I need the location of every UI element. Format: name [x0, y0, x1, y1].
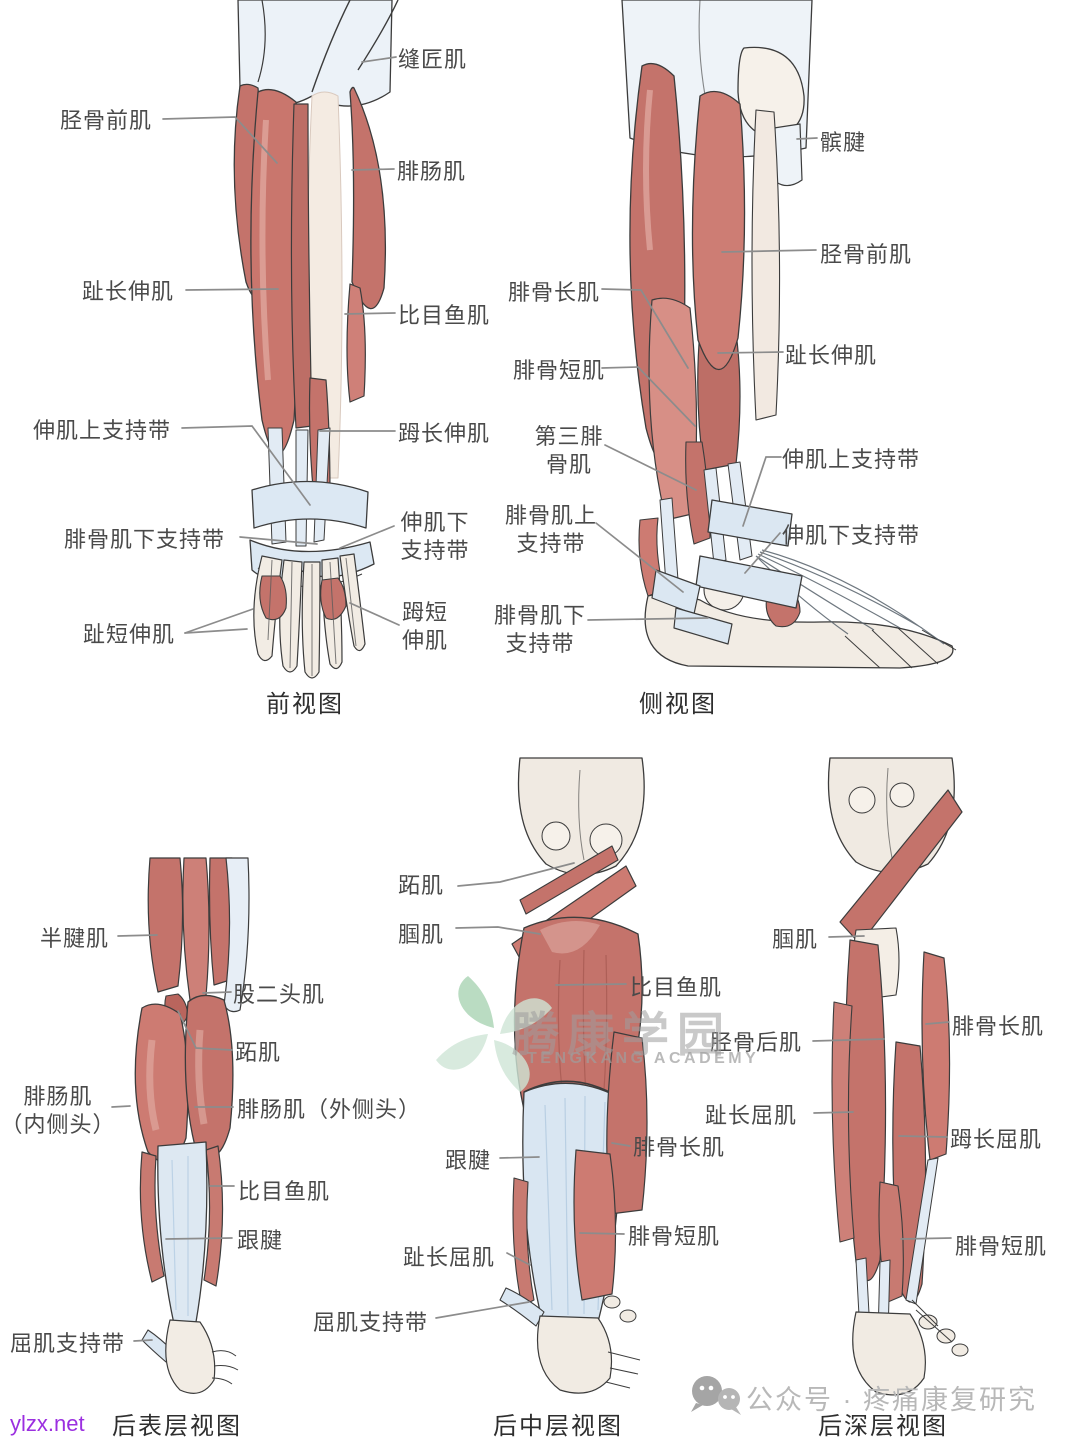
- tengkang-brand-cn: 腾康学园: [512, 1008, 732, 1061]
- label-gastrocnemius-lateral-head: 腓肠肌（外侧头）: [237, 1097, 422, 1122]
- label-flexor-digitorum-longus-deep: 趾长屈肌: [705, 1103, 798, 1128]
- posterior-middle-illustration: [499, 757, 648, 1394]
- label-gastrocnemius: 腓肠肌: [397, 159, 467, 184]
- label-patellar-tendon: 髌腱: [820, 130, 867, 155]
- label-tibialis-anterior-side: 胫骨前肌: [820, 242, 913, 267]
- label-achilles-tendon-middle: 跟腱: [445, 1148, 492, 1173]
- tengkang-logo-icon: [436, 976, 552, 1092]
- label-flexor-retinaculum-middle: 屈肌支持带: [313, 1310, 429, 1335]
- posterior-deep-illustration: [827, 757, 969, 1396]
- label-plantaris-middle: 跖肌: [398, 873, 445, 898]
- label-plantaris-superficial: 跖肌: [235, 1040, 282, 1065]
- front-view-illustration: [233, 0, 399, 679]
- site-watermark: ylzx.net: [10, 1411, 85, 1436]
- label-inferior-peroneal-retinaculum: 腓骨肌下支持带: [64, 527, 226, 552]
- label-extensor-digitorum-longus-side: 趾长伸肌: [785, 343, 878, 368]
- caption-side-view: 侧视图: [639, 691, 717, 718]
- label-popliteus-middle: 腘肌: [398, 922, 445, 947]
- label-extensor-digitorum-brevis: 趾短伸肌: [83, 622, 176, 647]
- label-peroneus-brevis-middle: 腓骨短肌: [628, 1224, 721, 1249]
- label-peroneus-tertius: 第三腓 骨肌: [534, 424, 604, 478]
- label-tibialis-anterior: 胫骨前肌: [60, 108, 153, 133]
- label-sartorius: 缝匠肌: [398, 47, 468, 72]
- label-popliteus-deep: 腘肌: [772, 927, 819, 952]
- leader-lines: [111, 56, 952, 1342]
- label-flexor-digitorum-longus-middle: 趾长屈肌: [403, 1245, 496, 1270]
- label-extensor-hallucis-longus: 𧿹长伸肌: [398, 421, 491, 446]
- posterior-superficial-illustration: [134, 857, 250, 1394]
- tengkang-brand-en: TENGKANG ACADEMY: [527, 1050, 760, 1067]
- label-peroneus-brevis-deep: 腓骨短肌: [955, 1234, 1048, 1259]
- label-superior-extensor-retinaculum: 伸肌上支持带: [33, 418, 172, 443]
- label-flexor-hallucis-longus: 𧿹长屈肌: [950, 1127, 1043, 1152]
- label-peroneus-brevis-side: 腓骨短肌: [513, 358, 606, 383]
- label-gastrocnemius-medial-head: 腓肠肌 （内侧头）: [0, 1084, 116, 1138]
- label-soleus-superficial: 比目鱼肌: [238, 1179, 331, 1204]
- label-achilles-tendon-superficial: 跟腱: [237, 1228, 284, 1253]
- wechat-account-watermark: 公众号 · 疼痛康复研究: [746, 1385, 1037, 1415]
- label-superior-extensor-retinaculum-side: 伸肌上支持带: [782, 447, 921, 472]
- label-extensor-hallucis-brevis: 𧿹短 伸肌: [401, 600, 448, 654]
- label-peroneus-longus-side: 腓骨长肌: [508, 280, 601, 305]
- label-tibialis-posterior: 胫骨后肌: [710, 1030, 803, 1055]
- label-flexor-retinaculum-superficial: 屈肌支持带: [10, 1331, 126, 1356]
- caption-front-view: 前视图: [266, 691, 344, 718]
- label-superior-peroneal-retinaculum: 腓骨肌上 支持带: [504, 503, 597, 557]
- side-view-illustration: [621, 0, 957, 669]
- label-inferior-extensor-retinaculum: 伸肌下 支持带: [400, 510, 470, 564]
- label-inferior-peroneal-retinaculum-side: 腓骨肌下 支持带: [493, 603, 586, 657]
- label-peroneus-longus-middle: 腓骨长肌: [633, 1135, 726, 1160]
- label-soleus-middle: 比目鱼肌: [630, 975, 723, 1000]
- wechat-icon: [691, 1376, 741, 1415]
- label-soleus: 比目鱼肌: [398, 303, 491, 328]
- label-biceps-femoris: 股二头肌: [233, 982, 326, 1007]
- caption-posterior-deep: 后深层视图: [818, 1413, 948, 1440]
- caption-posterior-superficial: 后表层视图: [112, 1413, 242, 1440]
- label-extensor-digitorum-longus: 趾长伸肌: [82, 279, 175, 304]
- label-inferior-extensor-retinaculum-side: 伸肌下支持带: [782, 523, 921, 548]
- label-semitendinosus: 半腱肌: [40, 926, 110, 951]
- label-peroneus-longus-deep: 腓骨长肌: [952, 1014, 1045, 1039]
- caption-posterior-middle: 后中层视图: [493, 1413, 623, 1440]
